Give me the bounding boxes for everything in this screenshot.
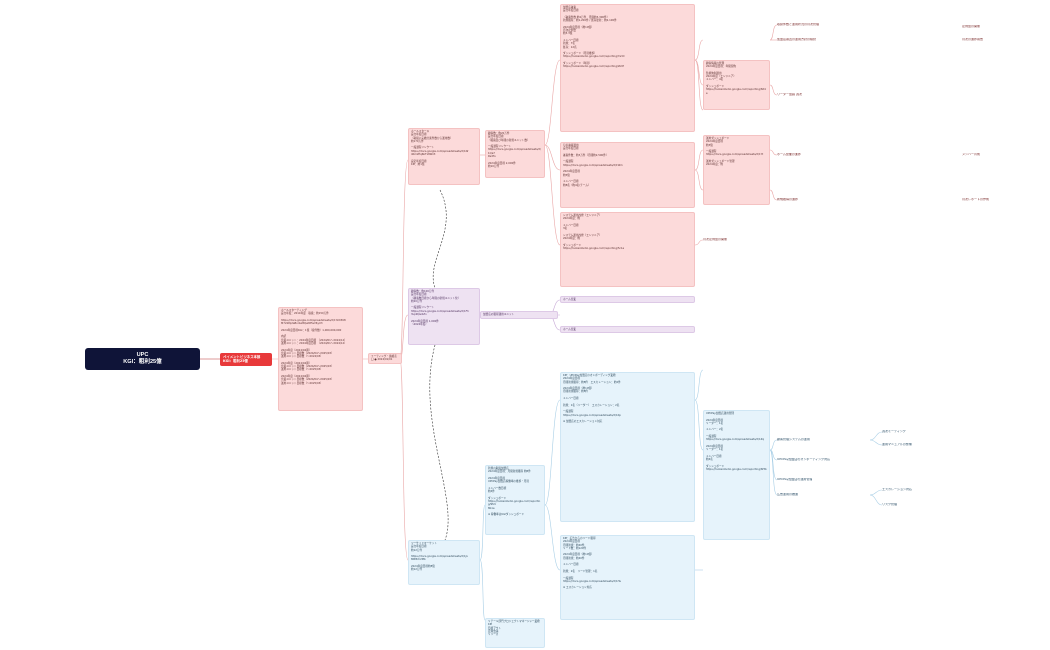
col4-a2-node[interactable]: 運用ダッシュボード 2024年度目標 約3億 一般課程 https://docs… — [703, 135, 770, 205]
col3-p2-text: 与信審査運用 設立年度目標 審査件数：約3万件（月間約2,500件） 一般課程 … — [563, 144, 623, 187]
p3-to-a-line — [694, 239, 704, 246]
col4-a3-text: UPCPay加盟店運用管理 2024年度目標 リーダー：1名 メンバー：2名 一… — [706, 412, 767, 472]
bot-to-blue2-line — [479, 559, 486, 621]
col4-a1-text: 顧客情報の管理 2024年度目標：年間契約 監視体制運用 2024年度（エンジニ… — [706, 62, 766, 95]
col2-blue-mid-text: 新規の取扱加盟店 2024年度目標：月間新規獲得 約8件 2024年度目標 UP… — [488, 467, 541, 517]
branch-bot-text: ツーサイドマーケット 設立年度目標 約12万件 https://docs.goo… — [411, 542, 468, 572]
blue-to-b1-line — [544, 399, 561, 506]
a1-to-c5-1 — [769, 24, 778, 41]
purple-label-node[interactable]: 加盟店の獲得運用ユニット — [480, 311, 558, 319]
col5-item-9[interactable]: 広告運用の推進 — [777, 493, 799, 496]
p2-to-a-line — [694, 149, 704, 171]
col6-item-3[interactable]: 月次レポートの作成 — [962, 198, 990, 201]
left-info-text: ホールスターティング 設立年度：2014年度 取扱：約150万件 https:/… — [281, 309, 347, 385]
col5-item-6[interactable]: 顧客管理システムの運用 — [777, 438, 810, 441]
col3-p3-text: システム運用改修（エンジニア） 2024年度：約 メンバー目標 3名 システム運… — [563, 214, 625, 250]
branch-bot-node[interactable]: ツーサイドマーケット 設立年度目標 約12万件 https://docs.goo… — [408, 540, 480, 585]
purple-label-text: 加盟店の獲得運用ユニット — [483, 313, 515, 316]
purple-item-1[interactable]: ホーム営業 — [560, 296, 695, 303]
col5-item-3[interactable]: ホーム営業の進捗 — [777, 153, 801, 156]
col6-item-4[interactable]: 週次ミーティング — [882, 430, 906, 433]
col6-item-7[interactable]: リスク管理 — [882, 503, 898, 506]
branch-top-text: ホールスター以 設立年度目標 （取扱い実績分案件数から運用数） 約170万件 一… — [411, 130, 469, 166]
connector-label-node[interactable]: ミーティング・連絡窓口 ● 2024/01/01 — [368, 353, 402, 364]
col2-top-node[interactable]: 顧客数：約20万件 設立年度目標 （販路及び年間の新規ユニット数） 一般課程リン… — [485, 130, 545, 178]
col2-to-p2-line — [544, 144, 561, 171]
p1-to-a-line — [694, 39, 704, 61]
branch-mid-text: 顧客数：約100万件 設立年度目標 （顧客数目標から年間の新規ユニット化） 約2… — [411, 290, 469, 326]
col5-item-2[interactable]: リーダー会議 週次 — [777, 93, 802, 96]
branch-top-node[interactable]: ホールスター以 設立年度目標 （取扱い実績分案件数から運用数） 約170万件 一… — [408, 128, 480, 185]
purple-item-2[interactable]: ホーム営業 — [560, 326, 695, 333]
col5-item-0[interactable]: 取扱件数と運用状況の月次管理 — [777, 23, 820, 26]
col5-item-8[interactable]: UPCPay加盟店の運用管理 — [777, 478, 813, 481]
col6-item-2[interactable]: メンバー育成 — [962, 153, 981, 156]
col2-blue-bot-text: リテール部門プロジェクトマネージャー業務 KPI 目標アウト 定期会議 リリース — [488, 620, 540, 637]
c5-to-c6-3 — [869, 489, 883, 496]
connector-to-mid-line — [399, 314, 409, 360]
col2-blue-mid-node[interactable]: 新規の取扱加盟店 2024年度目標：月間新規獲得 約8件 2024年度目標 UP… — [485, 465, 545, 535]
col2-to-p1-line — [544, 59, 561, 146]
b1-to-b-line — [694, 399, 704, 451]
col5-item-5[interactable]: 月次定例会の開催 — [703, 238, 728, 241]
root-node[interactable]: UPC KGI：粗利25億 — [85, 348, 200, 370]
col5-item-1[interactable]: 加盟店審査の運用方針の検討 — [777, 38, 817, 41]
purple-item-2-text: ホーム営業 — [563, 328, 576, 331]
c5-to-c6-1 — [869, 431, 883, 441]
a4-to-c5 — [769, 189, 778, 201]
kgi-line2: KGI：粗利25億 — [223, 359, 248, 363]
c4b-to-c5-1 — [769, 439, 778, 451]
col3-b2-node[interactable]: KPI：広告からのリード獲得 2024年度目標 月間新規：約40件 リード数：約… — [560, 535, 695, 620]
col4-a2-text: 運用ダッシュボード 2024年度目標 約3億 一般課程 https://docs… — [706, 137, 764, 167]
col6-item-5[interactable]: 運用マニュアルの整備 — [882, 443, 912, 446]
left-info-node[interactable]: ホールスターティング 設立年度：2014年度 取扱：約150万件 https:/… — [278, 307, 363, 411]
col5-item-7[interactable]: UPCPay加盟店のオンボーディング対応 — [777, 458, 831, 461]
c5-to-c6-2 — [869, 439, 883, 446]
a3-to-c5 — [769, 149, 778, 156]
col6-item-0[interactable]: 定例会の開催 — [962, 25, 981, 28]
a2-to-c5 — [769, 84, 778, 96]
dashed-relation-2 — [429, 344, 449, 541]
col3-b2-text: KPI：広告からのリード獲得 2024年度目標 月間新規：約40件 リード数：約… — [563, 537, 621, 590]
connector-to-top-line — [399, 159, 409, 360]
bot-to-blue1-line — [479, 504, 486, 561]
connector-label-text: ミーティング・連絡窓口 ● 2024/01/01 — [371, 355, 397, 362]
kgi-line1: ペイメントビジネス本部 — [223, 355, 261, 359]
col2-top-text: 顧客数：約20万件 設立年度目標 （販路及び年間の新規ユニット数） 一般課程リン… — [488, 132, 541, 168]
branch-mid-node[interactable]: 顧客数：約100万件 設立年度目標 （顧客数目標から年間の新規ユニット化） 約2… — [408, 288, 480, 345]
col3-p1-node[interactable]: 加盟店審査 設立年度目標 （審査件数 約4万件 月間約3,300件） 新規獲得：… — [560, 4, 695, 132]
col3-p2-node[interactable]: 与信審査運用 設立年度目標 審査件数：約3万件（月間約2,500件） 一般課程 … — [560, 142, 695, 208]
purple-item-1-text: ホーム営業 — [563, 298, 576, 301]
p2-to-b-line — [694, 169, 704, 191]
p1-to-c-line — [694, 59, 704, 111]
root-subtitle: KGI：粗利25億 — [123, 359, 162, 365]
col3-b1-node[interactable]: KPI：UPCPay加盟店のオンボーディング業務 2024年度目標 月間新規獲得… — [560, 372, 695, 522]
blue-to-b2-line — [544, 504, 561, 571]
col5-item-4[interactable]: 新規獲得の進捗 — [777, 198, 799, 201]
col3-b1-text: KPI：UPCPay加盟店のオンボーディング業務 2024年度目標 月間新規獲得… — [563, 374, 621, 424]
col3-p3-node[interactable]: システム運用改修（エンジニア） 2024年度：約 メンバー目標 3名 システム運… — [560, 212, 695, 287]
col4-a1-node[interactable]: 顧客情報の管理 2024年度目標：年間契約 監視体制運用 2024年度（エンジニ… — [703, 60, 770, 110]
root-title: UPC — [136, 352, 149, 358]
col3-p1-text: 加盟店審査 設立年度目標 （審査件数 約4万件 月間約3,300件） 新規獲得：… — [563, 6, 625, 69]
connector-to-bot-line — [399, 358, 409, 561]
col4-a3-node[interactable]: UPCPay加盟店運用管理 2024年度目標 リーダー：1名 メンバー：2名 一… — [703, 410, 770, 540]
col2-to-p3-line — [544, 144, 561, 246]
col6-item-1[interactable]: 月次の進捗報告 — [962, 38, 984, 41]
col6-item-6[interactable]: エスカレーション対応 — [882, 488, 912, 491]
b1-to-a-line — [694, 369, 704, 401]
dashed-relation-1 — [433, 189, 447, 289]
c5-to-c6-4 — [869, 494, 883, 506]
col2-blue-bot-node[interactable]: リテール部門プロジェクトマネージャー業務 KPI 目標アウト 定期会議 リリース — [485, 618, 545, 648]
kgi-node[interactable]: ペイメントビジネス本部 KGI：粗利25億 — [220, 353, 272, 366]
c4b-to-c5-4 — [769, 449, 778, 496]
